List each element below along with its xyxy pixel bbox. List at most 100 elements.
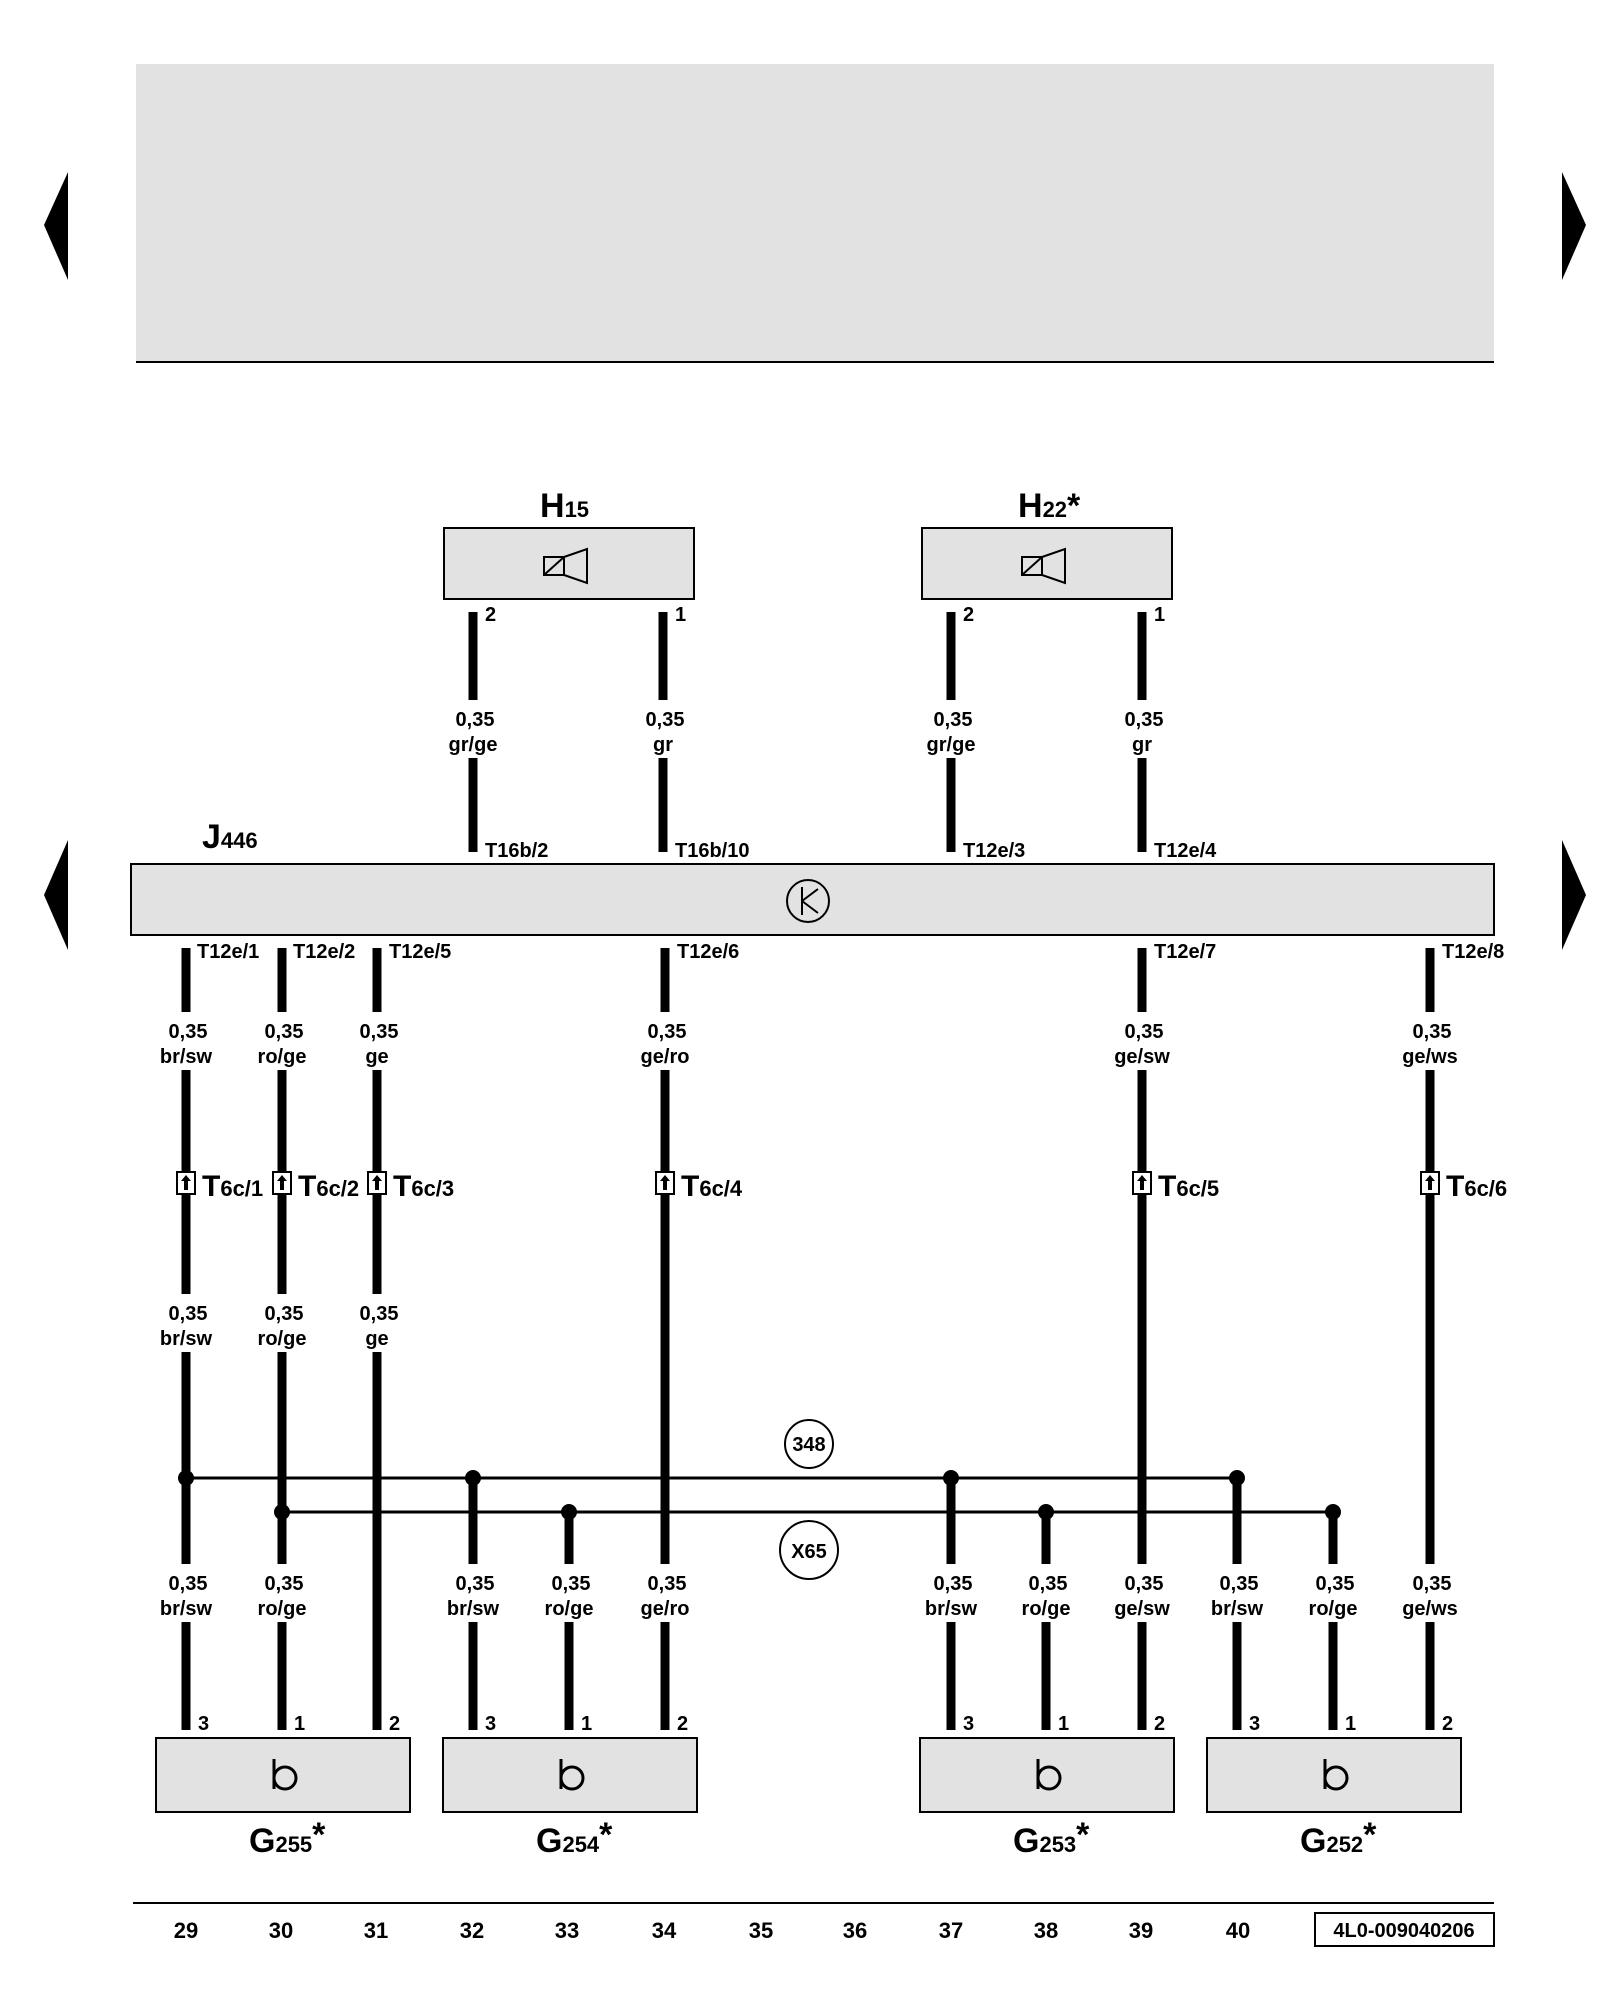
wire-size-label: 0,35 [456,1573,495,1595]
track-number: 38 [1034,1918,1058,1943]
j446-control-unit-box [130,863,1495,936]
sensor-pin-label: 3 [485,1713,496,1735]
speaker-icon [543,547,588,585]
j446-pin-label: T16b/2 [485,840,548,862]
h15-speaker-box [443,527,695,600]
sensor-pin-label: 1 [1345,1713,1356,1735]
wire-size-label: 0,35 [552,1573,591,1595]
g253-label: G253* [1013,1816,1090,1860]
wire-color-label: ge/ro [641,1598,690,1620]
wire-size-label: 0,35 [265,1021,304,1043]
wire-color-label: br/sw [925,1598,978,1620]
g255-label: G255* [249,1816,326,1860]
wire-color-label: ge/ro [641,1046,690,1068]
wire-size-label: 0,35 [1029,1573,1068,1595]
wire-size-label: 0,35 [169,1021,208,1043]
top-panel [136,64,1494,362]
upper-wires [440,612,1175,852]
wire-color-label: ge/sw [1114,1046,1170,1068]
speaker-icon [1021,547,1066,585]
sensor-pin-label: 1 [294,1713,305,1735]
sensor-icon [1323,1759,1349,1791]
j446-pin-label: T12e/3 [963,840,1025,862]
wire-size-label: 0,35 [1125,1573,1164,1595]
j446-pin-label: T12e/8 [1442,941,1504,963]
h22-pin-1: 1 [1154,604,1165,626]
g252-label: G252* [1300,1816,1377,1860]
wire-size-label: 0,35 [169,1303,208,1325]
h15-pin-1: 1 [675,604,686,626]
splice-348-label: 348 [792,1434,825,1456]
wire-color-label: gr/ge [449,734,498,756]
wire-size-label: 0,35 [648,1021,687,1043]
wire-size-label: 0,35 [265,1573,304,1595]
wire-color-label: br/sw [160,1328,213,1350]
g254-label: G254* [536,1816,613,1860]
wire-size-label: 0,35 [934,709,973,731]
j446-pin-label: T12e/7 [1154,941,1216,963]
wire-color-label: br/sw [160,1598,213,1620]
wire-size-label: 0,35 [1413,1021,1452,1043]
sensor-pin-label: 2 [1154,1713,1165,1735]
wire-color-label: ro/ge [258,1328,307,1350]
track-number: 34 [652,1918,677,1943]
h22-speaker-box [921,527,1173,600]
wire-color-label: ro/ge [258,1046,307,1068]
doc-id-box [1314,1912,1495,1947]
j446-pin-label: T12e/4 [1154,840,1217,862]
wire-size-label: 0,35 [646,709,685,731]
nav-left-top-arrow-icon[interactable] [44,172,68,280]
j446-pin-label: T16b/10 [675,840,749,862]
track-number: 37 [939,1918,963,1943]
j446-pin-label: T12e/6 [677,941,739,963]
track-number: 30 [269,1918,293,1943]
g254-sensor-box [442,1737,698,1813]
track-number: 40 [1226,1918,1250,1943]
wire-color-label: gr [1132,734,1152,756]
wire-color-label: ro/ge [258,1598,307,1620]
wire-size-label: 0,35 [456,709,495,731]
h22-label: H22* [1018,487,1081,525]
g252-sensor-box [1206,1737,1462,1813]
splice-x65-label: X65 [791,1541,827,1563]
nav-right-top-arrow-icon[interactable] [1562,172,1586,280]
wire-color-label: ge [365,1046,388,1068]
sensor-pin-label: 3 [963,1713,974,1735]
wire-size-label: 0,35 [169,1573,208,1595]
nav-left-middle-arrow-icon[interactable] [44,840,68,950]
g253-sensor-box [919,1737,1175,1813]
splice-x65-marker-icon [779,1520,839,1580]
track-numbers: 2930313233343536373839404142 [174,1918,1441,1943]
nav-right-middle-arrow-icon[interactable] [1562,840,1586,950]
j446-pin-label: T12e/5 [389,941,451,963]
wire-color-label: br/sw [160,1046,213,1068]
track-number: 29 [174,1918,198,1943]
sensor-icon [272,1759,298,1791]
wire-size-label: 0,35 [1220,1573,1259,1595]
sensor-pin-label: 2 [389,1713,400,1735]
track-number: 32 [460,1918,484,1943]
wire-color-label: ge/ws [1402,1046,1458,1068]
wire-size-label: 0,35 [648,1573,687,1595]
h22-pin-2: 2 [963,604,974,626]
sensor-icon [559,1759,585,1791]
track-number: 39 [1129,1918,1153,1943]
connector-label: T6c/1 [202,1170,263,1203]
wire-color-label: ro/ge [1022,1598,1071,1620]
connector-label: T6c/3 [393,1170,454,1203]
sensor-pin-label: 2 [677,1713,688,1735]
doc-id: 4L0-009040206 [1333,1920,1474,1942]
wire-color-label: ge/sw [1114,1598,1170,1620]
connector-label: T6c/4 [681,1170,743,1203]
wire-size-label: 0,35 [360,1303,399,1325]
sensor-pin-label: 1 [581,1713,592,1735]
connector-label: T6c/6 [1446,1170,1507,1203]
parking-aid-icon [786,879,830,923]
j446-label: J446 [202,818,258,856]
splice-348-marker-icon [784,1419,834,1469]
wire-size-label: 0,35 [1125,1021,1164,1043]
sensor-pin-label: 3 [198,1713,209,1735]
wire-color-label: gr/ge [927,734,976,756]
wire-color-label: br/sw [1211,1598,1264,1620]
